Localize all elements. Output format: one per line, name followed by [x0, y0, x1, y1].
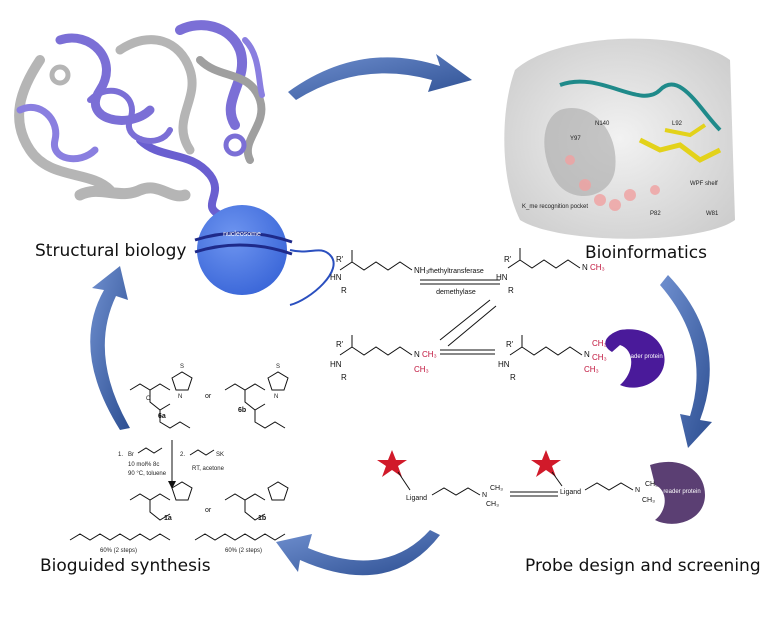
svg-text:R: R — [508, 286, 514, 295]
svg-text:R: R — [341, 286, 347, 295]
svg-text:N: N — [584, 350, 590, 359]
step2-conditions: RT, acetone — [192, 466, 225, 472]
residue-y97: Y97 — [570, 136, 581, 142]
svg-text:R': R' — [336, 340, 344, 349]
reader-protein-2-label: reader protein — [663, 489, 700, 495]
svg-text:HN: HN — [330, 360, 342, 369]
compound-6b: 6b — [238, 407, 246, 414]
residue-p82: P82 — [650, 211, 661, 217]
svg-text:O: O — [146, 396, 151, 402]
ligand-right-label: Ligand — [560, 489, 581, 496]
step1-conditions: 90 °C, toluene — [128, 471, 167, 477]
yield-1b: 60% (2 steps) — [225, 548, 262, 554]
label-bioguided-synthesis: Bioguided synthesis — [40, 556, 211, 576]
kme-pocket-label: K_me recognition pocket — [522, 204, 588, 210]
svg-text:S: S — [180, 364, 184, 370]
cycle-arrow-bottom — [276, 530, 440, 576]
step1-catalyst: 10 mol% 8c — [128, 462, 159, 468]
svg-text:CH₃: CH₃ — [592, 353, 607, 362]
svg-text:HN: HN — [496, 273, 508, 282]
cycle-arrow-right — [660, 275, 712, 448]
cycle-arrow-top — [288, 54, 472, 100]
svg-text:R: R — [341, 373, 347, 382]
compound-1a: 1a — [164, 515, 172, 522]
residue-n140: N140 — [595, 121, 610, 127]
svg-text:R: R — [510, 373, 516, 382]
svg-text:N: N — [274, 394, 278, 400]
compound-1b: 1b — [258, 515, 266, 522]
nucleosome: nucleosome — [194, 205, 335, 306]
svg-text:HN: HN — [498, 360, 510, 369]
svg-text:CH₃: CH₃ — [490, 485, 503, 492]
svg-text:NH₃⁺: NH₃⁺ — [414, 266, 433, 275]
demethylase-label: demethylase — [436, 289, 476, 296]
svg-text:CH₃: CH₃ — [645, 481, 658, 488]
svg-text:CH₃: CH₃ — [422, 350, 437, 359]
svg-text:N: N — [482, 492, 487, 499]
protein-ribbon-structure — [14, 20, 266, 219]
cycle-arrow-left — [90, 266, 130, 430]
binding-pocket-surface: N140 Y97 L92 P82 W81 K_me recognition po… — [504, 38, 735, 239]
svg-text:R': R' — [506, 340, 514, 349]
probe-design-panel: Ligand N CH₃ CH₃ Ligand N CH₃ CH₃ reader… — [377, 450, 705, 524]
svg-text:S: S — [276, 364, 280, 370]
nucleosome-label: nucleosome — [223, 231, 261, 238]
yield-1a: 60% (2 steps) — [100, 548, 137, 554]
svg-text:N: N — [414, 350, 420, 359]
step2-number: 2. — [180, 452, 185, 458]
ligand-left-label: Ligand — [406, 495, 427, 502]
probe-star-icon-right — [531, 450, 561, 477]
reader-protein: reader protein — [605, 329, 665, 388]
methyltransferase-label: methyltransferase — [428, 268, 484, 275]
svg-text:R': R' — [504, 255, 512, 264]
svg-text:N: N — [635, 487, 640, 494]
residue-l92: L92 — [672, 121, 683, 127]
thioacid-sk: SK — [216, 452, 224, 458]
svg-text:HN: HN — [330, 273, 342, 282]
wpf-shelf-label: WPF shelf — [690, 181, 718, 187]
or-bottom: or — [205, 507, 212, 514]
synthesis-scheme: S N O 6a or S N 6b 1. Br 10 mol% 8c 90 °… — [69, 364, 289, 554]
svg-text:N: N — [178, 394, 182, 400]
svg-text:CH₃: CH₃ — [414, 365, 429, 374]
or-top: or — [205, 393, 212, 400]
lysine-chemistry: R' HN R NH₃⁺ methyltransferase demethyla… — [330, 248, 607, 382]
label-probe-design: Probe design and screening — [525, 556, 760, 576]
reader-protein-2 — [650, 461, 705, 524]
step1-number: 1. — [118, 452, 123, 458]
svg-text:R': R' — [336, 255, 344, 264]
svg-text:Br: Br — [128, 452, 134, 458]
svg-text:CH₃: CH₃ — [642, 497, 655, 504]
residue-w81: W81 — [706, 211, 719, 217]
svg-text:CH₃: CH₃ — [592, 339, 607, 348]
reader-protein-label: reader protein — [625, 354, 662, 360]
label-structural-biology: Structural biology — [35, 241, 187, 261]
compound-6a: 6a — [158, 413, 166, 420]
label-bioinformatics: Bioinformatics — [585, 243, 707, 263]
svg-text:N: N — [582, 263, 588, 272]
svg-text:CH₃: CH₃ — [590, 263, 605, 272]
svg-text:CH₃: CH₃ — [584, 365, 599, 374]
probe-star-icon-left — [377, 450, 407, 477]
svg-text:CH₃: CH₃ — [486, 501, 499, 508]
